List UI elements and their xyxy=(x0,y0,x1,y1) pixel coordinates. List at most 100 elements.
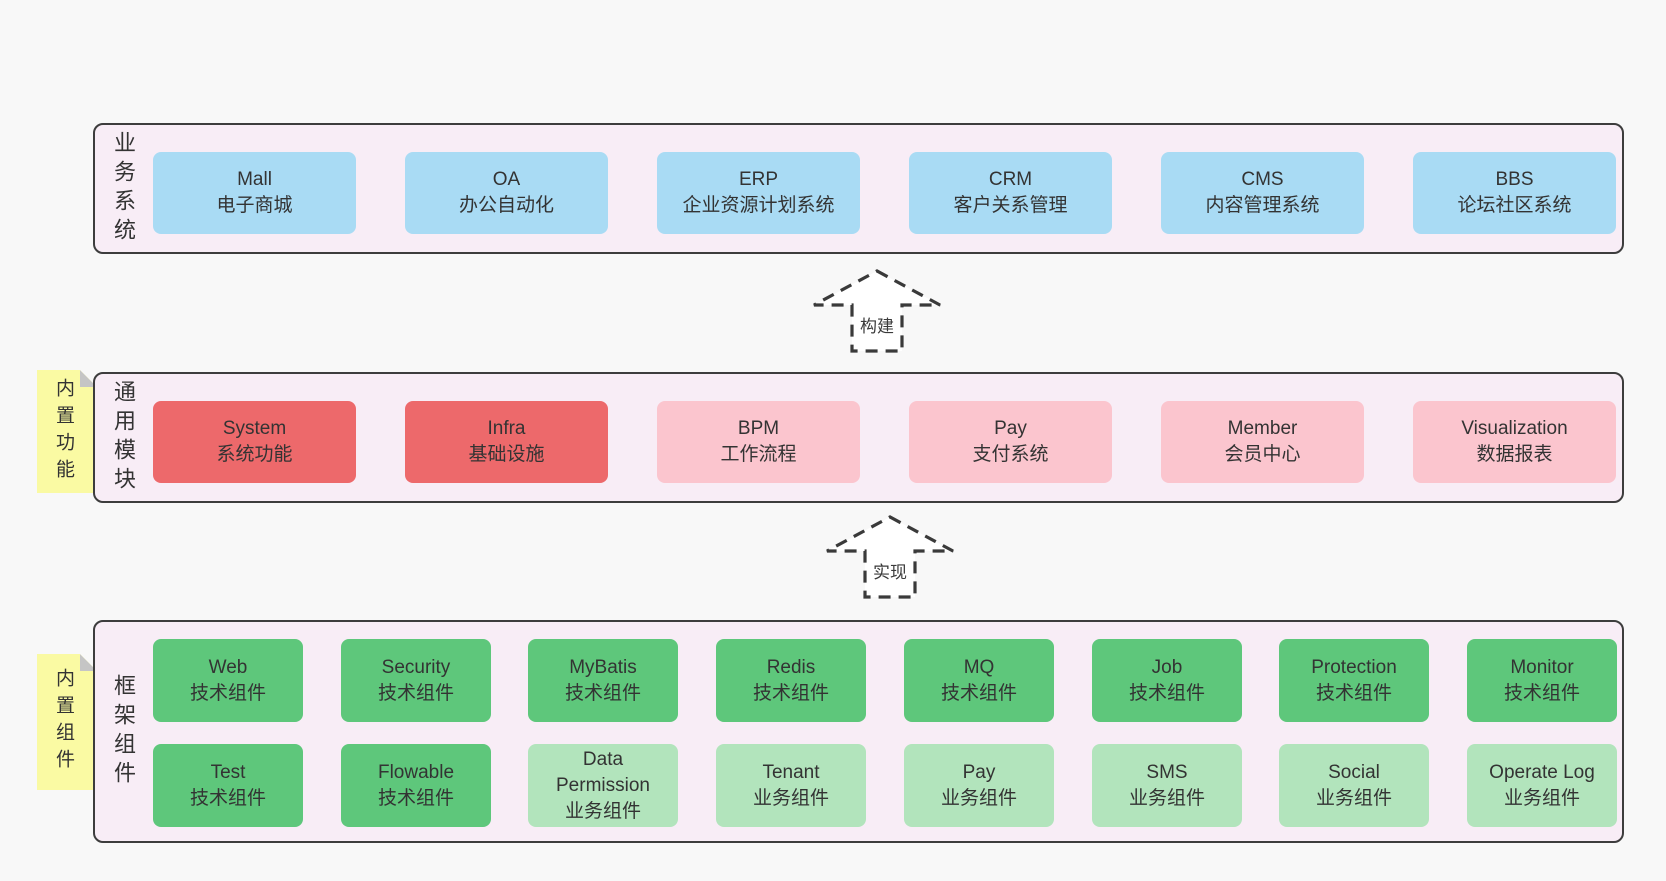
box-title: Security xyxy=(381,656,451,678)
diagram-box-protection: Protection 技术组件 xyxy=(1279,639,1429,722)
diagram-box-data-permission: Data Permission 业务组件 xyxy=(528,744,678,827)
box-title: OA xyxy=(492,169,521,190)
diagram-box-security: Security 技术组件 xyxy=(341,639,491,722)
box-subtitle: 技术组件 xyxy=(1128,682,1205,704)
diagram-box-tenant: Tenant 业务组件 xyxy=(716,744,866,827)
box-subtitle: 技术组件 xyxy=(377,682,454,704)
box-subtitle: 电子商城 xyxy=(216,195,293,216)
box-subtitle: 会员中心 xyxy=(1224,444,1301,465)
sticky-tab-built-in-components: 内置组件 xyxy=(37,654,97,790)
box-title: Redis xyxy=(766,656,816,678)
box-title: Test xyxy=(210,761,246,783)
box-title: Job xyxy=(1151,656,1183,678)
sticky-tab-label: 内置组件 xyxy=(53,668,74,776)
diagram-box-mall: Mall 电子商城 xyxy=(153,152,356,234)
box-title: Mall xyxy=(237,169,272,190)
diagram-box-mybatis: MyBatis 技术组件 xyxy=(528,639,678,722)
box-title: BBS xyxy=(1495,169,1534,190)
dashed-up-arrow-icon xyxy=(826,515,954,599)
diagram-box-test: Test 技术组件 xyxy=(153,744,303,827)
box-subtitle: 工作流程 xyxy=(720,444,797,465)
box-title: CRM xyxy=(988,169,1033,190)
box-title: Infra xyxy=(487,418,526,439)
box-title: Operate Log xyxy=(1489,761,1595,783)
box-subtitle: 业务组件 xyxy=(940,787,1017,809)
diagram-box-bbs: BBS 论坛社区系统 xyxy=(1413,152,1616,234)
box-subtitle: 企业资源计划系统 xyxy=(682,195,835,216)
box-subtitle: 客户关系管理 xyxy=(953,195,1068,216)
arrow-label: 实现 xyxy=(870,558,910,583)
diagram-box-flowable: Flowable 技术组件 xyxy=(341,744,491,827)
box-subtitle: 业务组件 xyxy=(1503,787,1580,809)
layer-label: 框架组件 xyxy=(111,673,136,790)
box-subtitle: 业务组件 xyxy=(1128,787,1205,809)
box-title: MQ xyxy=(963,656,995,678)
box-title: CMS xyxy=(1241,169,1284,190)
diagram-box-infra: Infra 基础设施 xyxy=(405,401,608,483)
box-title: Monitor xyxy=(1510,656,1574,678)
layer-label: 业务系统 xyxy=(111,130,136,247)
box-title: Protection xyxy=(1311,656,1397,678)
diagram-box-visualization: Visualization 数据报表 xyxy=(1413,401,1616,483)
sticky-tab-label: 内置功能 xyxy=(53,377,74,486)
box-subtitle: 技术组件 xyxy=(377,787,454,809)
box-subtitle: 论坛社区系统 xyxy=(1457,195,1572,216)
box-subtitle: 数据报表 xyxy=(1476,444,1553,465)
box-title: Visualization xyxy=(1461,418,1568,439)
diagram-box-operate-log: Operate Log 业务组件 xyxy=(1467,744,1617,827)
diagram-box-oa: OA 办公自动化 xyxy=(405,152,608,234)
box-title: Data Permission xyxy=(556,748,650,796)
box-title: SMS xyxy=(1146,761,1188,783)
box-subtitle: 技术组件 xyxy=(564,682,641,704)
diagram-box-system: System 系统功能 xyxy=(153,401,356,483)
diagram-box-mq: MQ 技术组件 xyxy=(904,639,1054,722)
diagram-box-pay: Pay 业务组件 xyxy=(904,744,1054,827)
diagram-box-bpm: BPM 工作流程 xyxy=(657,401,860,483)
box-title: Tenant xyxy=(762,761,820,783)
diagram-box-sms: SMS 业务组件 xyxy=(1092,744,1242,827)
box-subtitle: 内容管理系统 xyxy=(1205,195,1320,216)
diagram-box-member: Member 会员中心 xyxy=(1161,401,1364,483)
diagram-box-crm: CRM 客户关系管理 xyxy=(909,152,1112,234)
box-title: BPM xyxy=(737,418,780,439)
diagram-box-social: Social 业务组件 xyxy=(1279,744,1429,827)
box-subtitle: 业务组件 xyxy=(1315,787,1392,809)
box-title: Member xyxy=(1227,418,1298,439)
arrow-up-build: 构建 xyxy=(811,268,943,354)
box-subtitle: 技术组件 xyxy=(189,787,266,809)
diagram-box-erp: ERP 企业资源计划系统 xyxy=(657,152,860,234)
box-title: System xyxy=(222,418,287,439)
layer-business-systems: 业务系统 Mall 电子商城 OA 办公自动化 ERP 企业资源计划系统 CRM 客户关系管理… xyxy=(93,123,1624,254)
box-subtitle: 技术组件 xyxy=(1315,682,1392,704)
box-subtitle: 技术组件 xyxy=(189,682,266,704)
arrow-up-implement: 实现 xyxy=(824,514,956,600)
box-subtitle: 业务组件 xyxy=(564,800,641,822)
box-title: Pay xyxy=(994,418,1027,439)
diagram-box-cms: CMS 内容管理系统 xyxy=(1161,152,1364,234)
box-title: ERP xyxy=(738,169,779,190)
box-title: MyBatis xyxy=(569,656,637,678)
dashed-up-arrow-icon xyxy=(813,269,941,353)
box-subtitle: 办公自动化 xyxy=(458,195,554,216)
box-title: Pay xyxy=(962,761,996,783)
box-subtitle: 基础设施 xyxy=(468,444,545,465)
diagram-box-monitor: Monitor 技术组件 xyxy=(1467,639,1617,722)
arrow-label: 构建 xyxy=(857,312,897,337)
box-subtitle: 系统功能 xyxy=(216,444,293,465)
box-subtitle: 业务组件 xyxy=(752,787,829,809)
box-subtitle: 技术组件 xyxy=(940,682,1017,704)
box-subtitle: 技术组件 xyxy=(1503,682,1580,704)
diagram-box-redis: Redis 技术组件 xyxy=(716,639,866,722)
diagram-box-job: Job 技术组件 xyxy=(1092,639,1242,722)
box-title: Flowable xyxy=(377,761,455,783)
diagram-box-pay: Pay 支付系统 xyxy=(909,401,1112,483)
box-subtitle: 支付系统 xyxy=(972,444,1049,465)
box-subtitle: 技术组件 xyxy=(752,682,829,704)
layer-common-modules: 通用模块 System 系统功能 Infra 基础设施 BPM 工作流程 Pay 支付系统 Me… xyxy=(93,372,1624,503)
box-title: Web xyxy=(208,656,248,678)
sticky-tab-built-in-features: 内置功能 xyxy=(37,370,97,493)
box-title: Social xyxy=(1328,761,1380,783)
layer-label: 通用模块 xyxy=(111,379,136,496)
